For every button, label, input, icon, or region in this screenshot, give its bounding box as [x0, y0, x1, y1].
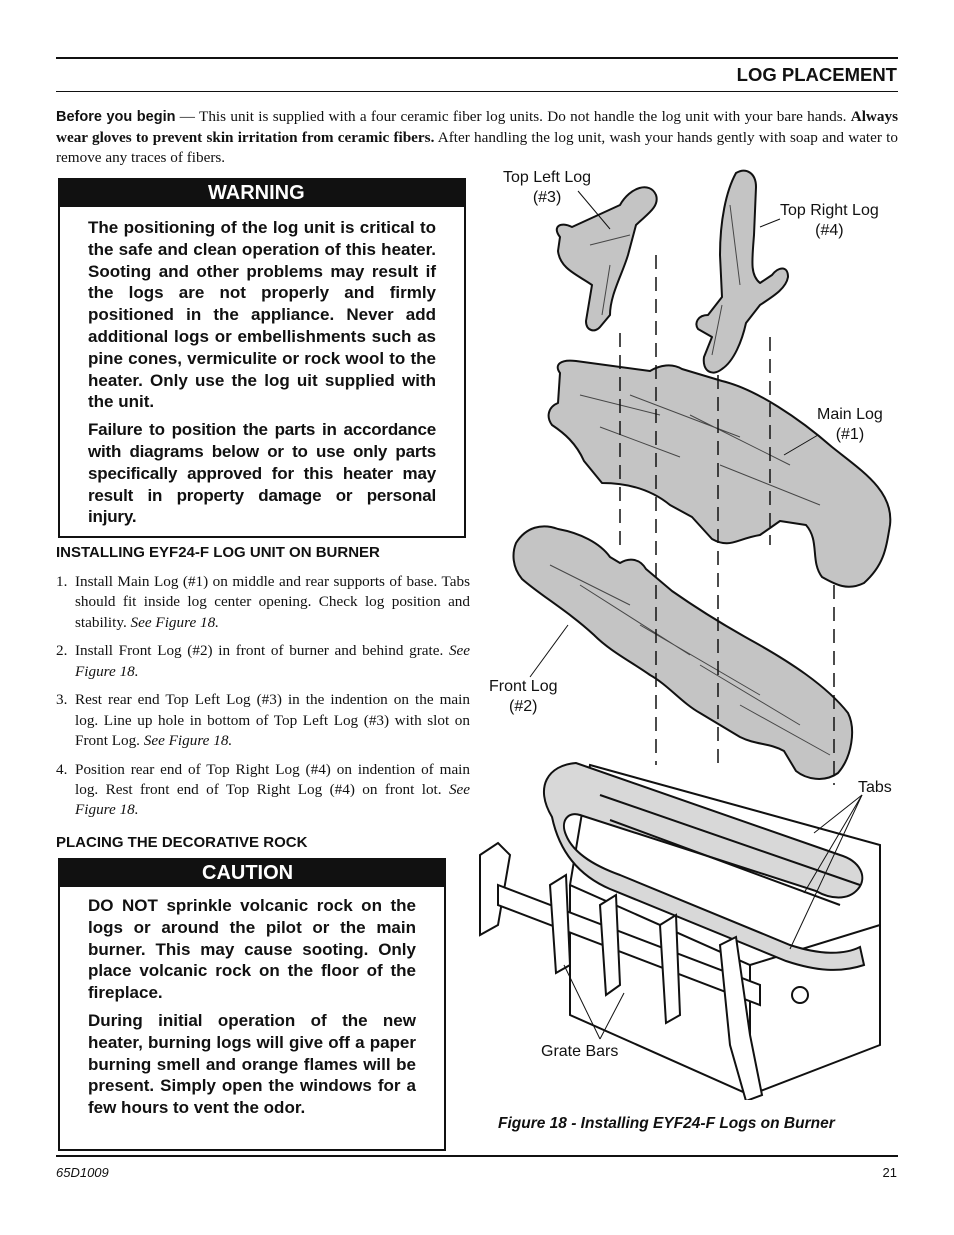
top-right-log [695, 169, 789, 374]
title-rule [56, 91, 898, 92]
install-step: 1.Install Main Log (#1) on middle and re… [56, 573, 470, 631]
install-step: 2.Install Front Log (#2) in front of bur… [56, 642, 471, 680]
main-log [547, 359, 892, 588]
install-step: 3.Rest rear end Top Left Log (#3) in the… [56, 691, 470, 750]
caution-box: CAUTION DO NOT sprinkle volcanic rock on… [58, 858, 446, 1151]
alignment-lines [619, 255, 835, 785]
warning-box: WARNING The positioning of the log unit … [58, 178, 466, 538]
callout-top-right-log: Top Right Log(#4) [780, 202, 879, 239]
caution-title: CAUTION [60, 860, 444, 887]
page-number: 21 [882, 1165, 897, 1180]
install-step: 4.Position rear end of Top Right Log (#4… [56, 760, 471, 819]
callout-main-log: Main Log(#1) [817, 406, 883, 443]
doc-number: 65D1009 [56, 1165, 109, 1180]
grate-bars [479, 841, 764, 1100]
install-heading: INSTALLING EYF24-F LOG UNIT ON BURNER [56, 544, 380, 561]
burner-assembly [542, 761, 881, 1097]
intro-bold: Always wear gloves to prevent skin irrit… [56, 108, 898, 146]
install-steps: 1.Install Main Log (#1) on middle and re… [56, 572, 470, 829]
warning-title: WARNING [60, 180, 464, 207]
callout-leaders [529, 190, 863, 1040]
warning-paragraph-1: The positioning of the log unit is criti… [88, 218, 436, 412]
intro-paragraph: Before you begin — This unit is supplied… [56, 107, 898, 169]
log-placement-illustration [479, 169, 892, 1100]
top-rule [56, 57, 898, 59]
callout-front-log: Front Log(#2) [489, 678, 558, 715]
intro-lead: Before you begin [56, 109, 176, 125]
callout-top-left-log: Top Left Log(#3) [503, 169, 592, 206]
caution-paragraph-1: DO NOT sprinkle volcanic rock on the log… [88, 896, 416, 1003]
caution-paragraph-2: During initial operation of the new heat… [88, 1010, 416, 1118]
callout-grate-bars: Grate Bars [541, 1043, 619, 1060]
section-title: LOG PLACEMENT [736, 64, 897, 85]
warning-paragraph-2: Failure to position the parts in accorda… [88, 420, 436, 527]
figure-caption: Figure 18 - Installing EYF24-F Logs on B… [498, 1115, 835, 1132]
intro-text-2: After handling the log unit, wash your h… [56, 128, 898, 167]
bottom-rule [56, 1155, 898, 1157]
top-left-log [555, 186, 658, 332]
front-log [512, 525, 854, 780]
callout-tabs: Tabs [858, 779, 892, 796]
rock-heading: PLACING THE DECORATIVE ROCK [56, 834, 308, 851]
intro-text-1: — This unit is supplied with a four cera… [175, 108, 851, 125]
